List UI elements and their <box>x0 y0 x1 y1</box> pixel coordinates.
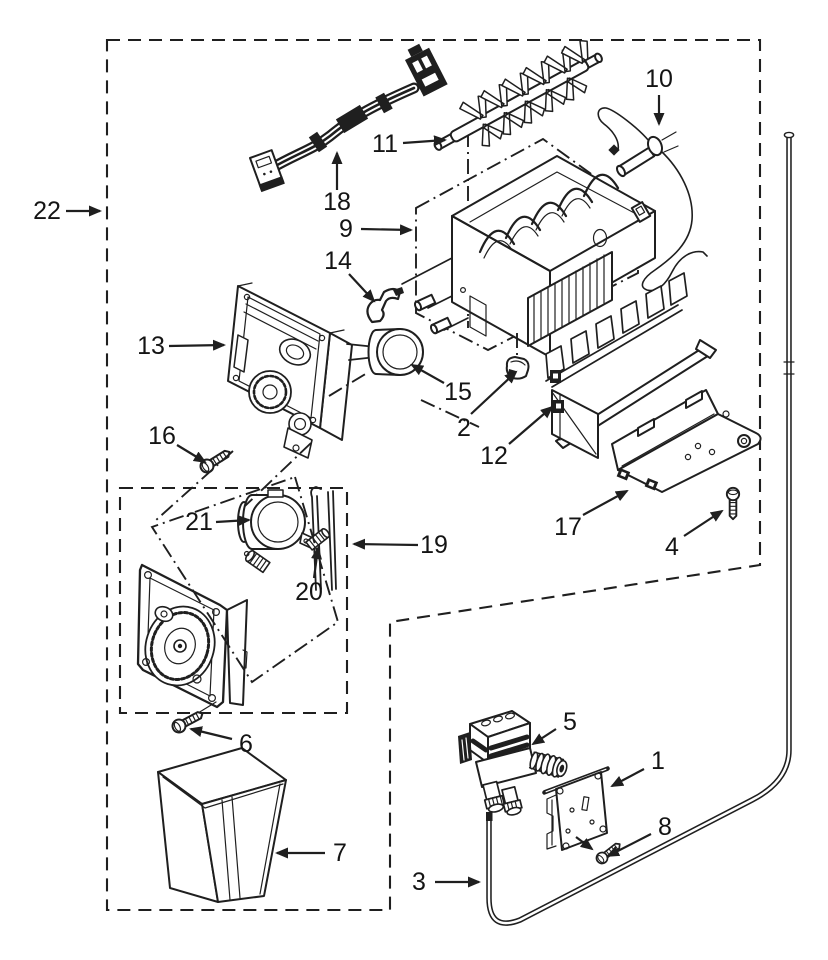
part-icemaker-head <box>401 155 656 358</box>
part-lever <box>305 486 337 591</box>
callout-5-arrow <box>531 728 557 746</box>
callout-3[interactable]: 3 <box>412 868 481 896</box>
callout-6-arrow <box>189 726 233 741</box>
callout-15[interactable]: 15 <box>410 364 472 406</box>
callout-3-label[interactable]: 3 <box>412 868 426 896</box>
callout-12-label[interactable]: 12 <box>480 442 508 470</box>
part-thermistor <box>597 107 708 292</box>
assembly-arrow-screw-8 <box>575 836 594 851</box>
callout-21-label[interactable]: 21 <box>185 508 213 536</box>
callout-22-label[interactable]: 22 <box>33 197 61 225</box>
callout-16-label[interactable]: 16 <box>148 422 176 450</box>
harness-connector-left <box>249 149 285 193</box>
callout-1[interactable]: 1 <box>610 747 665 787</box>
callout-10-label[interactable]: 10 <box>645 65 673 93</box>
axis-line <box>154 450 234 522</box>
part-gear-plate <box>136 563 248 722</box>
axis-line <box>420 399 480 428</box>
callout-8-label[interactable]: 8 <box>658 813 672 841</box>
part-ice-stripper <box>545 272 717 459</box>
callout-15-label[interactable]: 15 <box>444 378 472 406</box>
callout-16[interactable]: 16 <box>148 422 207 464</box>
callout-10[interactable]: 10 <box>645 65 673 126</box>
part-wire-harness <box>249 43 448 193</box>
part-water-valve <box>458 710 568 816</box>
callout-4[interactable]: 4 <box>665 509 724 561</box>
callout-15-arrow <box>410 364 445 384</box>
callout-2-arrow <box>470 370 518 415</box>
callout-4-label[interactable]: 4 <box>665 533 679 561</box>
harness-connector-right <box>405 43 448 97</box>
callout-20-arrow <box>311 546 322 579</box>
valve-outlet-2 <box>501 786 523 816</box>
callout-17[interactable]: 17 <box>554 490 629 541</box>
callout-5[interactable]: 5 <box>531 708 577 746</box>
callout-13-label[interactable]: 13 <box>137 332 165 360</box>
callout-14[interactable]: 14 <box>324 247 376 303</box>
callout-14-label[interactable]: 14 <box>324 247 352 275</box>
callout-19[interactable]: 19 <box>352 531 448 559</box>
callout-13[interactable]: 13 <box>137 332 226 360</box>
callout-20-label[interactable]: 20 <box>295 578 323 606</box>
callout-5-label[interactable]: 5 <box>563 708 577 736</box>
tube-tip <box>486 812 493 821</box>
assembly-axis-lines <box>150 333 518 684</box>
callout-1-label[interactable]: 1 <box>651 747 665 775</box>
callout-16-arrow <box>176 444 207 464</box>
callout-8[interactable]: 8 <box>606 813 672 857</box>
valve-outlet-1 <box>482 780 506 813</box>
thermistor-probe <box>615 146 656 178</box>
callout-18[interactable]: 18 <box>323 151 351 216</box>
callout-1-arrow <box>610 768 645 787</box>
dashdot-outline <box>415 137 639 352</box>
callout-12-arrow <box>508 405 554 445</box>
callout-19-label[interactable]: 19 <box>420 531 448 559</box>
artwork <box>136 39 795 926</box>
axis-line <box>328 372 368 397</box>
callout-2[interactable]: 2 <box>457 370 518 442</box>
part-cover <box>157 747 287 903</box>
callout-21-arrow <box>215 515 251 527</box>
callout-12[interactable]: 12 <box>480 405 554 470</box>
valve-coupling <box>528 751 568 778</box>
part-clip <box>366 287 404 324</box>
motor-shaft-knurl <box>243 549 271 574</box>
callout-9[interactable]: 9 <box>339 215 413 243</box>
callout-7-label[interactable]: 7 <box>333 839 347 867</box>
callout-14-arrow <box>348 273 376 303</box>
callout-8-arrow <box>606 833 652 857</box>
callout-7[interactable]: 7 <box>275 839 347 867</box>
callout-19-arrow <box>352 538 419 550</box>
callout-11-label[interactable]: 11 <box>372 130 398 158</box>
callout-11-arrow <box>402 135 447 147</box>
part-motor <box>346 328 424 376</box>
part-mounting-bracket <box>611 389 762 493</box>
callout-6[interactable]: 6 <box>189 726 253 758</box>
callout-9-arrow <box>360 224 413 236</box>
callout-17-arrow <box>582 490 629 516</box>
callout-4-arrow <box>683 509 724 537</box>
dashed-boundary <box>118 486 349 715</box>
part-control-module <box>227 282 353 459</box>
callout-9-label[interactable]: 9 <box>339 215 353 243</box>
callout-13-arrow <box>168 339 226 351</box>
part-shutoff-clip <box>505 356 530 380</box>
screw-4 <box>725 486 741 521</box>
part-water-tube <box>486 131 795 926</box>
callout-18-label[interactable]: 18 <box>323 188 351 216</box>
part-auger <box>433 39 603 151</box>
callout-11[interactable]: 11 <box>372 130 447 158</box>
callout-22[interactable]: 22 <box>33 197 102 225</box>
callout-20[interactable]: 20 <box>295 546 323 606</box>
callout-17-label[interactable]: 17 <box>554 513 582 541</box>
part-valve-bracket <box>542 766 610 851</box>
dashed-boundary <box>105 38 762 912</box>
callout-2-label[interactable]: 2 <box>457 414 471 442</box>
dashdot-outline <box>150 475 340 684</box>
callout-6-label[interactable]: 6 <box>239 730 253 758</box>
callout-21[interactable]: 21 <box>185 508 251 536</box>
screw-8 <box>593 838 625 867</box>
